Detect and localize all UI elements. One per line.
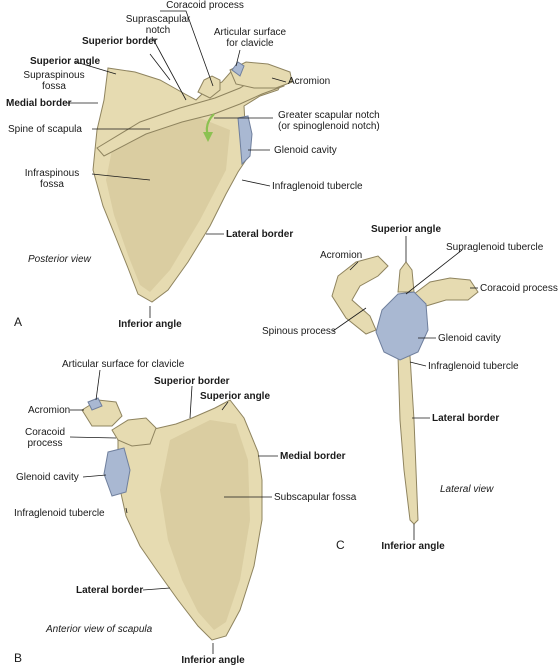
posterior-acromion (229, 61, 293, 89)
label-a-suprascapular-notch-line1: Suprascapular (125, 14, 191, 25)
lateral-glenoid-cavity (375, 291, 429, 361)
label-c-glenoid-cavity: Glenoid cavity (438, 333, 501, 344)
posterior-infraspinous-shading (106, 118, 230, 292)
label-a-infraspinous-line2: fossa (40, 179, 64, 190)
label-b-medial-border: Medial border (280, 451, 346, 462)
label-b-anterior-view: Anterior view of scapula (46, 624, 153, 635)
label-a-glenoid-cavity: Glenoid cavity (274, 145, 337, 156)
label-b-coracoid-line1: Coracoid (24, 427, 66, 438)
posterior-spine-of-scapula (96, 73, 285, 157)
greater-scapular-notch-arrowhead (203, 132, 213, 142)
label-b-inferior-angle: Inferior angle (181, 655, 245, 666)
label-a-coracoid-process: Coracoid process (166, 0, 244, 11)
label-c-superior-angle: Superior angle (370, 224, 441, 235)
label-c-coracoid-process: Coracoid process (480, 283, 558, 294)
label-c-inferior-angle: Inferior angle (381, 541, 445, 552)
label-b-superior-angle: Superior angle (200, 391, 271, 402)
label-b-coracoid-line2: process (27, 438, 63, 449)
panel-c-letter: C (336, 538, 345, 552)
label-b-infraglenoid-tubercle: Infraglenoid tubercle (14, 508, 105, 519)
lateral-acromion-and-spine (331, 255, 389, 335)
label-c-acromion: Acromion (320, 250, 363, 261)
label-a-articular-surface-line1: Articular surface (213, 27, 287, 38)
label-a-suprascapular-notch-line2: notch (145, 25, 171, 36)
label-a-spine-of-scapula: Spine of scapula (8, 124, 82, 135)
label-a-posterior-view: Posterior view (28, 254, 91, 265)
panel-a-letter: A (14, 315, 23, 329)
label-a-superior-border: Superior border (82, 36, 158, 47)
anterior-glenoid-cavity (103, 447, 131, 497)
panel-b-letter: B (14, 651, 23, 665)
posterior-glenoid-cavity (237, 115, 253, 166)
label-c-lateral-view: Lateral view (440, 484, 494, 495)
anterior-subscapular-shading (160, 420, 250, 630)
anterior-scapula-body (117, 399, 263, 641)
posterior-coracoid-process (197, 75, 221, 99)
label-a-superior-angle: Superior angle (30, 56, 101, 67)
lateral-coracoid-process (413, 277, 479, 307)
label-a-articular-surface-line2: for clavicle (226, 38, 274, 49)
label-c-infraglenoid-tubercle: Infraglenoid tubercle (428, 361, 519, 372)
label-a-medial-border: Medial border (6, 98, 72, 109)
anterior-acromion (81, 399, 123, 427)
label-b-acromion: Acromion (28, 405, 71, 416)
anterior-scapula-drawing (81, 397, 263, 641)
anterior-articular-surface-clavicle (87, 397, 103, 411)
leader-lines (65, 10, 478, 654)
label-a-inferior-angle: Inferior angle (118, 319, 182, 330)
label-b-lateral-border: Lateral border (76, 585, 144, 596)
anterior-coracoid-process (111, 417, 157, 447)
posterior-scapula-drawing (92, 61, 293, 303)
label-a-acromion: Acromion (288, 76, 331, 87)
label-a-greater-notch-line1: Greater scapular notch (278, 110, 380, 121)
label-a-supraspinous-line1: Supraspinous (23, 70, 85, 81)
label-c-spinous-process: Spinous process (262, 326, 336, 337)
label-b-glenoid-cavity: Glenoid cavity (16, 472, 79, 483)
label-a-infraspinous-line1: Infraspinous (24, 168, 80, 179)
label-a-infraglenoid-tubercle: Infraglenoid tubercle (272, 181, 363, 192)
label-b-articular-surface: Articular surface for clavicle (62, 359, 185, 370)
lateral-superior-angle (397, 261, 415, 293)
label-c-supraglenoid-tubercle: Supraglenoid tubercle (446, 242, 544, 253)
label-c-lateral-border: Lateral border (432, 413, 500, 424)
label-a-supraspinous-line2: fossa (42, 81, 66, 92)
label-a-greater-notch-line2: (or spinoglenoid notch) (278, 121, 380, 132)
label-b-subscapular-fossa: Subscapular fossa (274, 492, 357, 503)
lateral-scapula-drawing (331, 255, 479, 525)
lateral-border-shaft (397, 355, 419, 525)
label-b-superior-border: Superior border (154, 376, 230, 387)
label-a-lateral-border: Lateral border (226, 229, 294, 240)
